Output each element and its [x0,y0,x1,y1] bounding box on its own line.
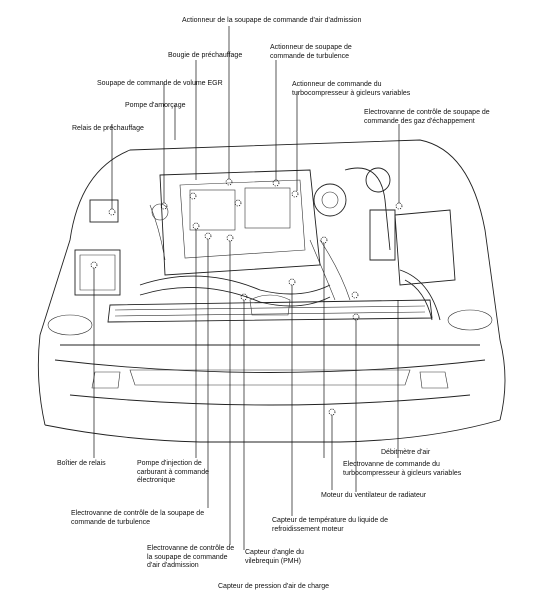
label-glow-plug: Bougie de préchauffage [168,52,243,59]
label-egr-volume-valve: Soupape de commande de volume EGR [97,80,223,87]
label-glow-relay: Relais de préchauffage [72,125,144,132]
label-vnt-solenoid: Electrovanne de commande du turbocompres… [343,461,462,477]
label-vnt-actuator: Actionneur de commande du turbocompresse… [292,81,411,97]
label-swirl-solenoid: Electrovanne de contrôle de la soupape d… [71,510,205,526]
label-intake-air-valve-actuator: Actionneur de la soupape de commande d'a… [182,17,362,24]
label-relay-box: Boîtier de relais [57,460,106,467]
label-crank-sensor: Capteur d'angle du vilebrequin (PMH) [245,549,304,565]
label-injection-pump: Pompe d'injection de carburant à command… [137,460,209,484]
label-coolant-temp-sensor: Capteur de température du liquide de ref… [272,517,388,533]
label-intake-air-solenoid: Electrovanne de contrôle de la soupape d… [147,545,235,569]
label-boost-sensor: Capteur de pression d'air de charge [218,583,330,590]
label-air-flow-meter: Débitmètre d'air [381,449,431,456]
label-fan-motor: Moteur du ventilateur de radiateur [321,492,427,499]
label-priming-pump: Pompe d'amorçage [125,102,186,109]
label-exhaust-gas-solenoid: Electrovanne de contrôle de soupape de c… [364,109,490,125]
label-swirl-valve-actuator: Actionneur de soupape de commande de tur… [270,44,352,60]
